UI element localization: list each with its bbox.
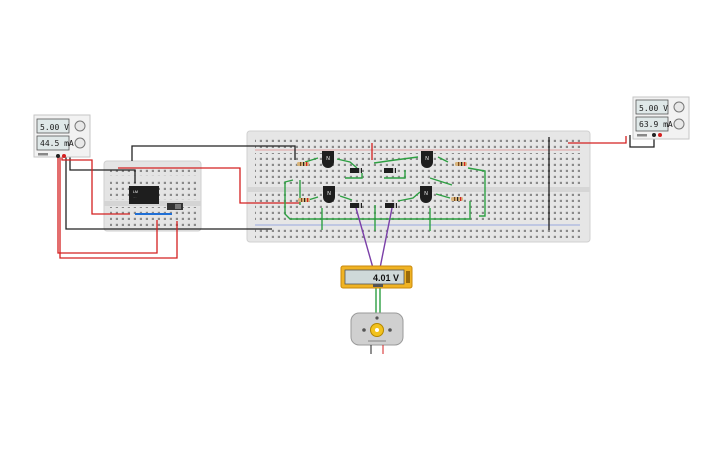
red-wires[interactable] (57, 136, 627, 259)
supply-left-current-knob[interactable] (74, 137, 86, 149)
transistor-q1[interactable]: N (322, 151, 334, 168)
supply-right-terminal-positive[interactable] (658, 133, 662, 137)
dc-motor[interactable] (350, 312, 404, 354)
power-supply-right[interactable]: 5.00 V 63.9 mA (632, 96, 690, 140)
main-breadboard[interactable] (246, 130, 591, 243)
transistor-q4-label: N (424, 191, 428, 197)
slide-switch[interactable] (167, 203, 183, 210)
diode-1[interactable] (350, 168, 362, 173)
resistor-1[interactable] (297, 162, 309, 166)
supply-right-current: 63.9 mA (639, 120, 673, 129)
green-wires[interactable] (284, 156, 486, 320)
black-wires[interactable] (65, 135, 655, 230)
supply-right-voltage-knob[interactable] (673, 101, 685, 113)
power-supply-left[interactable]: 5.00 V 44.5 mA (33, 114, 91, 158)
ic-chip[interactable]: LM ..... (129, 186, 159, 204)
supply-left-voltage: 5.00 V (40, 123, 69, 132)
supply-left-terminal-positive[interactable] (62, 154, 66, 158)
multimeter-reading: 4.01 V (373, 273, 399, 283)
svg-text:LM: LM (133, 190, 138, 194)
transistor-q3-label: N (327, 191, 331, 197)
transistor-q2[interactable]: N (421, 151, 433, 168)
supply-left-voltage-knob[interactable] (74, 120, 86, 132)
multimeter[interactable]: 4.01 V (340, 265, 413, 289)
diode-3[interactable] (350, 203, 362, 208)
diode-4[interactable] (385, 203, 397, 208)
resistor-3[interactable] (455, 162, 467, 166)
transistor-q2-label: N (425, 156, 429, 162)
supply-right-current-knob[interactable] (673, 118, 685, 130)
supply-right-voltage: 5.00 V (639, 104, 668, 113)
resistor-2[interactable] (298, 198, 310, 202)
transistor-q1-label: N (326, 156, 330, 162)
transistor-q4[interactable]: N (420, 186, 432, 203)
supply-left-current: 44.5 mA (40, 139, 74, 148)
purple-wires[interactable] (355, 207, 393, 269)
supply-right-terminal-negative[interactable] (652, 133, 656, 137)
diode-2[interactable] (384, 168, 396, 173)
resistor-4[interactable] (451, 197, 463, 201)
supply-left-terminal-negative[interactable] (56, 154, 60, 158)
svg-text:.....: ..... (133, 196, 137, 199)
transistor-q3[interactable]: N (323, 186, 335, 203)
